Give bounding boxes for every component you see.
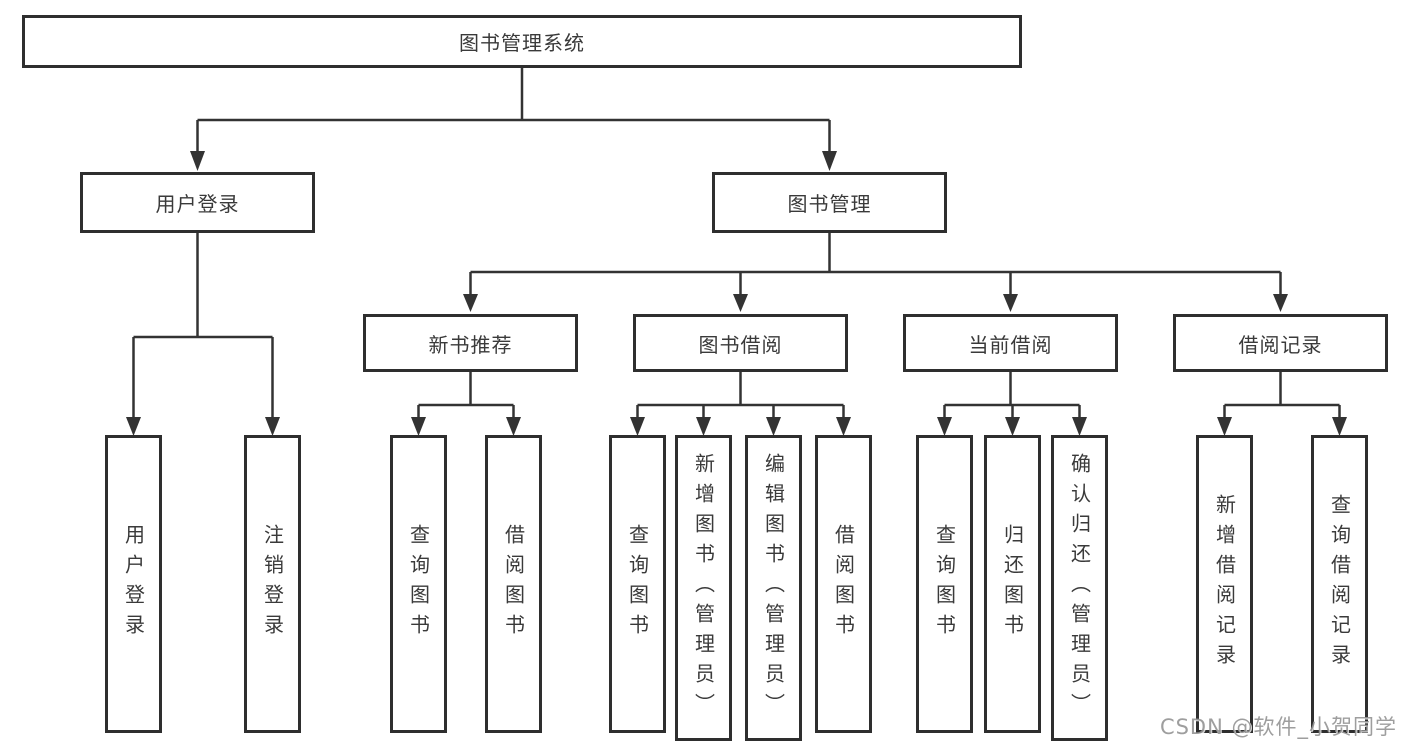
node-label: 查询图书: [625, 524, 650, 644]
node-label: 查询借阅记录: [1327, 494, 1352, 674]
node-borrowing-records: 借阅记录: [1173, 314, 1388, 372]
node-library-management-system: 图书管理系统: [22, 15, 1022, 68]
leaf-add-borrow-record: 新增借阅记录: [1196, 435, 1253, 733]
node-label: 图书借阅: [698, 332, 783, 357]
leaf-edit-books-admin: 编辑图书（管理员）: [745, 435, 802, 741]
node-label: 编辑图书（管理员）: [761, 453, 786, 723]
leaf-return-books: 归还图书: [984, 435, 1041, 733]
node-book-borrowing: 图书借阅: [633, 314, 848, 372]
node-label: 注销登录: [260, 524, 285, 644]
watermark: CSDN @软件_小贺同学: [1159, 715, 1397, 739]
node-label: 新增借阅记录: [1212, 494, 1237, 674]
node-label: 新书推荐: [428, 332, 513, 357]
leaf-add-books-admin: 新增图书（管理员）: [675, 435, 732, 741]
leaf-borrow-books-recommend: 借阅图书: [485, 435, 542, 733]
leaf-query-borrow-record: 查询借阅记录: [1311, 435, 1368, 733]
node-label: 借阅图书: [831, 524, 856, 644]
leaf-user-login: 用户登录: [105, 435, 162, 733]
node-label: 查询图书: [932, 524, 957, 644]
node-book-management: 图书管理: [712, 172, 947, 233]
connector-lines: [197, 68, 830, 122]
node-label: 当前借阅: [968, 332, 1053, 357]
leaf-logout: 注销登录: [244, 435, 301, 733]
node-label: 借阅图书: [501, 524, 526, 644]
node-new-book-recommendation: 新书推荐: [363, 314, 578, 372]
leaf-query-books-current: 查询图书: [916, 435, 973, 733]
node-label: 图书管理: [787, 192, 872, 216]
node-label: 借阅记录: [1238, 332, 1323, 357]
node-label: 新增图书（管理员）: [691, 453, 716, 723]
node-label: 查询图书: [406, 524, 431, 644]
leaf-confirm-return-admin: 确认归还（管理员）: [1051, 435, 1108, 741]
node-label: 图书管理系统: [459, 31, 585, 55]
node-label: 用户登录: [155, 192, 240, 216]
node-label: 归还图书: [1000, 524, 1025, 644]
node-label: 确认归还（管理员）: [1067, 453, 1092, 723]
leaf-query-books-recommend: 查询图书: [390, 435, 447, 733]
node-user-login: 用户登录: [80, 172, 315, 233]
leaf-borrow-books-borrowing: 借阅图书: [815, 435, 872, 733]
node-current-borrowing: 当前借阅: [903, 314, 1118, 372]
leaf-query-books-borrowing: 查询图书: [609, 435, 666, 733]
node-label: 用户登录: [121, 524, 146, 644]
